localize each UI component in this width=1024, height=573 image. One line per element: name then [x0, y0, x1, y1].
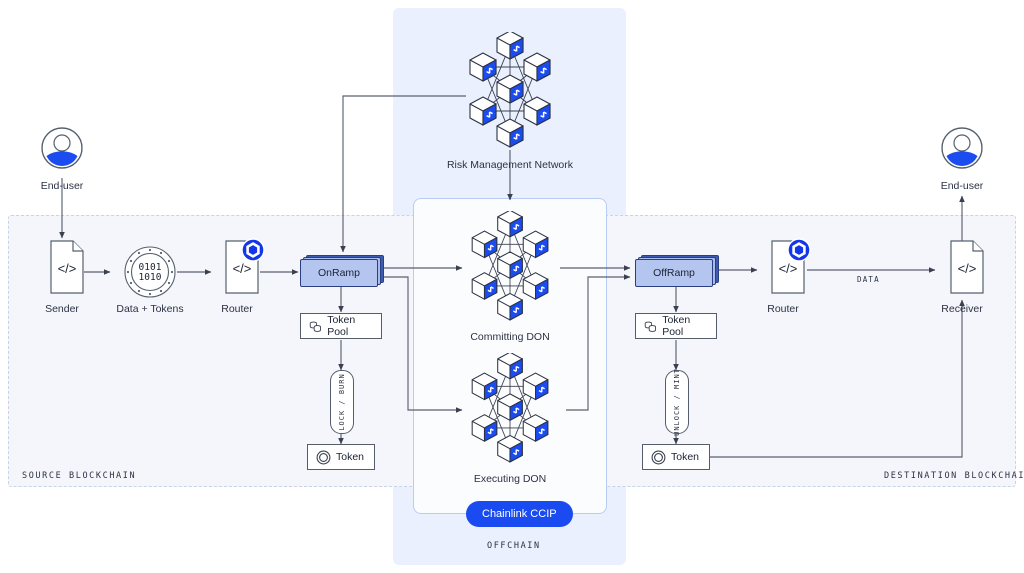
committing-don-label: Committing DON — [470, 331, 550, 343]
source-router-label: Router — [221, 303, 253, 315]
risk-management-network-node — [455, 30, 565, 155]
committing-don-node — [458, 209, 562, 328]
data-edge-label: DATA — [857, 275, 880, 284]
executing-don-node — [458, 351, 562, 470]
source-end-user-label: End-user — [40, 180, 84, 192]
sender-label: Sender — [45, 303, 79, 315]
data-tokens-node: 0101 1010 — [123, 245, 177, 299]
lock-burn-capsule: LOCK / BURN — [330, 370, 354, 434]
code-document-icon: </> — [950, 240, 984, 294]
sender-node: </> — [40, 240, 84, 294]
executing-don-label: Executing DON — [473, 473, 547, 485]
chainlink-ccip-badge: Chainlink CCIP — [466, 501, 573, 527]
user-avatar-icon — [941, 127, 983, 169]
data-tokens-label: Data + Tokens — [116, 303, 184, 315]
don-network-icon — [471, 351, 549, 463]
destination-token-pool-label: Token Pool — [662, 314, 691, 338]
onramp-contract[interactable]: OnRamp — [300, 255, 384, 287]
source-token-pool-label: Token Pool — [327, 314, 356, 338]
destination-router-label: Router — [767, 303, 799, 315]
offramp-contract[interactable]: OffRamp — [635, 255, 719, 287]
chainlink-badge-icon — [787, 238, 811, 262]
source-end-user-avatar — [40, 126, 84, 170]
unlock-mint-capsule: UNLOCK / MINT — [665, 368, 689, 436]
token-ring-icon — [316, 450, 331, 464]
offramp-label: OffRamp — [635, 259, 713, 287]
destination-end-user-avatar — [940, 126, 984, 170]
destination-token-pool[interactable]: Token Pool — [635, 313, 717, 339]
onramp-label: OnRamp — [300, 259, 378, 287]
svg-text:</>: </> — [779, 261, 798, 276]
user-avatar-icon — [41, 127, 83, 169]
receiver-label: Receiver — [941, 303, 983, 315]
data-bits-top: 0101 — [139, 262, 162, 273]
data-coin-icon: 0101 1010 — [124, 246, 176, 298]
destination-blockchain-label: DESTINATION BLOCKCHAIN — [884, 471, 1024, 481]
code-document-icon: </> — [50, 240, 84, 294]
token-pool-icon — [644, 321, 656, 332]
receiver-node: </> — [940, 240, 984, 294]
svg-text:</>: </> — [958, 261, 977, 276]
source-token-label: Token — [336, 451, 365, 463]
destination-end-user-label: End-user — [940, 180, 984, 192]
risk-management-network-label: Risk Management Network — [446, 159, 574, 171]
token-ring-icon — [651, 450, 666, 464]
offchain-label: OFFCHAIN — [487, 541, 541, 551]
destination-token[interactable]: Token — [642, 444, 710, 470]
svg-text:</>: </> — [58, 261, 77, 276]
source-blockchain-label: SOURCE BLOCKCHAIN — [22, 471, 137, 481]
source-token[interactable]: Token — [307, 444, 375, 470]
data-bits-bottom: 1010 — [139, 272, 162, 283]
unlock-mint-label: UNLOCK / MINT — [673, 368, 681, 436]
chainlink-badge-icon — [241, 238, 265, 262]
token-pool-icon — [309, 321, 321, 332]
svg-text:</>: </> — [233, 261, 252, 276]
source-token-pool[interactable]: Token Pool — [300, 313, 382, 339]
don-network-icon — [469, 30, 551, 148]
destination-token-label: Token — [671, 451, 700, 463]
lock-burn-label: LOCK / BURN — [338, 373, 346, 431]
don-network-icon — [471, 209, 549, 321]
